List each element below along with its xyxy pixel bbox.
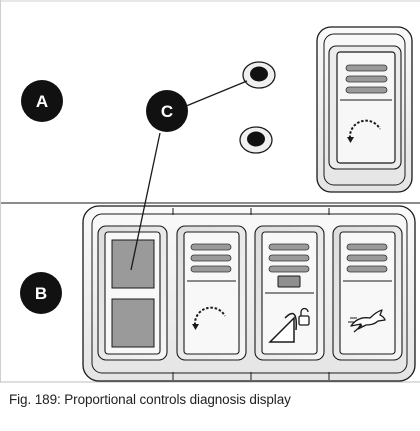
callout-c: C [146, 90, 188, 132]
speed-dial-icon [347, 119, 381, 143]
section-a-switch-housing [316, 26, 413, 193]
rabbit-fast-icon [348, 309, 386, 333]
svg-text:B: B [35, 284, 47, 303]
bucket-lock-icon [268, 307, 310, 343]
figure-caption: Fig. 189: Proportional controls diagnosi… [9, 392, 291, 407]
figure-frame [0, 0, 420, 383]
indicator-lamp-lower [239, 126, 273, 154]
svg-text:A: A [36, 92, 48, 111]
speed-dial-switch [176, 225, 247, 361]
bucket-lock-switch [254, 225, 325, 361]
rabbit-switch [332, 225, 403, 361]
callout-b: B [20, 272, 62, 314]
callout-a: A [21, 80, 63, 122]
indicator-lamp-upper [242, 61, 276, 89]
indicator-lamp-icon [345, 64, 388, 94]
svg-text:C: C [161, 102, 173, 121]
speed-dial-icon [192, 306, 226, 330]
diagnosis-display-switch [97, 225, 168, 361]
